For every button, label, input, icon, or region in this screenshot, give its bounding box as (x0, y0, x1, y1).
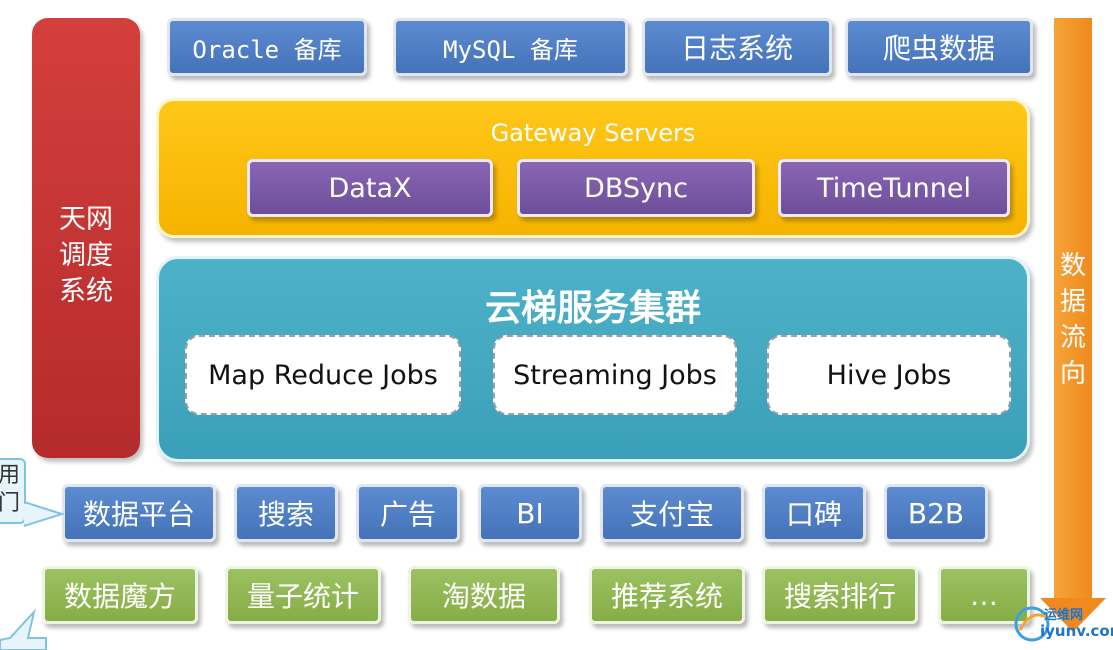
tool-timetunnel: TimeTunnel (778, 159, 1010, 217)
biz-koubei: 口碑 (762, 484, 866, 542)
source-log-system: 日志系统 (642, 18, 832, 76)
product-recommendation: 推荐系统 (589, 566, 745, 624)
biz-ads: 广告 (356, 484, 460, 542)
biz-search: 搜索 (234, 484, 338, 542)
biz-data-platform: 数据平台 (62, 484, 216, 542)
data-flow-label-char: 据 (1059, 287, 1086, 317)
callout-line: 用 (0, 463, 20, 488)
product-more: … (938, 566, 1030, 624)
data-flow-label-char: 向 (1059, 359, 1086, 389)
scheduler-label-line: 天网 (59, 204, 113, 235)
product-quantum-stats: 量子统计 (225, 566, 381, 624)
cluster-title: 云梯服务集群 (484, 288, 701, 329)
data-flow-label-char: 数 (1059, 251, 1086, 281)
source-mysql-replica: MySQL 备库 (393, 18, 628, 76)
scheduler-system: 天网 调度 系统 (32, 18, 140, 458)
gateway-title: Gateway Servers (490, 119, 696, 147)
globe-icon (1014, 606, 1050, 642)
watermark-top-text: 运维网 (1044, 608, 1084, 623)
data-flow-label-char: 流 (1059, 323, 1086, 353)
cloud-ladder-cluster: 云梯服务集群 Map Reduce Jobs Streaming Jobs Hi… (156, 256, 1030, 462)
biz-bi: BI (478, 484, 582, 542)
job-hive: Hive Jobs (767, 335, 1011, 415)
callout-pointer-icon (24, 500, 64, 528)
job-mapreduce: Map Reduce Jobs (185, 335, 461, 415)
callout-box: 用 门 (0, 458, 26, 524)
tool-datax: DataX (247, 159, 493, 217)
tool-dbsync: DBSync (517, 159, 755, 217)
product-data-cube: 数据魔方 (42, 566, 198, 624)
data-flow-label: 数 据 流 向 (1054, 248, 1092, 392)
biz-b2b: B2B (884, 484, 988, 542)
product-search-ranking: 搜索排行 (762, 566, 918, 624)
arrow-down-icon (1040, 598, 1106, 632)
watermark-logo: 运维网 iyunv.com (1010, 596, 1113, 650)
scheduler-label-line: 系统 (59, 276, 113, 307)
callout-line: 门 (0, 491, 20, 516)
gateway-servers: Gateway Servers DataX DBSync TimeTunnel (156, 98, 1030, 238)
source-oracle-replica: Oracle 备库 (167, 18, 367, 76)
watermark-bottom-text: iyunv.com (1040, 622, 1113, 640)
biz-alipay: 支付宝 (600, 484, 744, 542)
job-streaming: Streaming Jobs (493, 335, 737, 415)
product-tao-data: 淘数据 (408, 566, 560, 624)
data-flow-arrow (1054, 18, 1092, 600)
scheduler-label-line: 调度 (59, 240, 113, 271)
source-crawler-data: 爬虫数据 (845, 18, 1033, 76)
callout-lower-icon (0, 608, 47, 650)
